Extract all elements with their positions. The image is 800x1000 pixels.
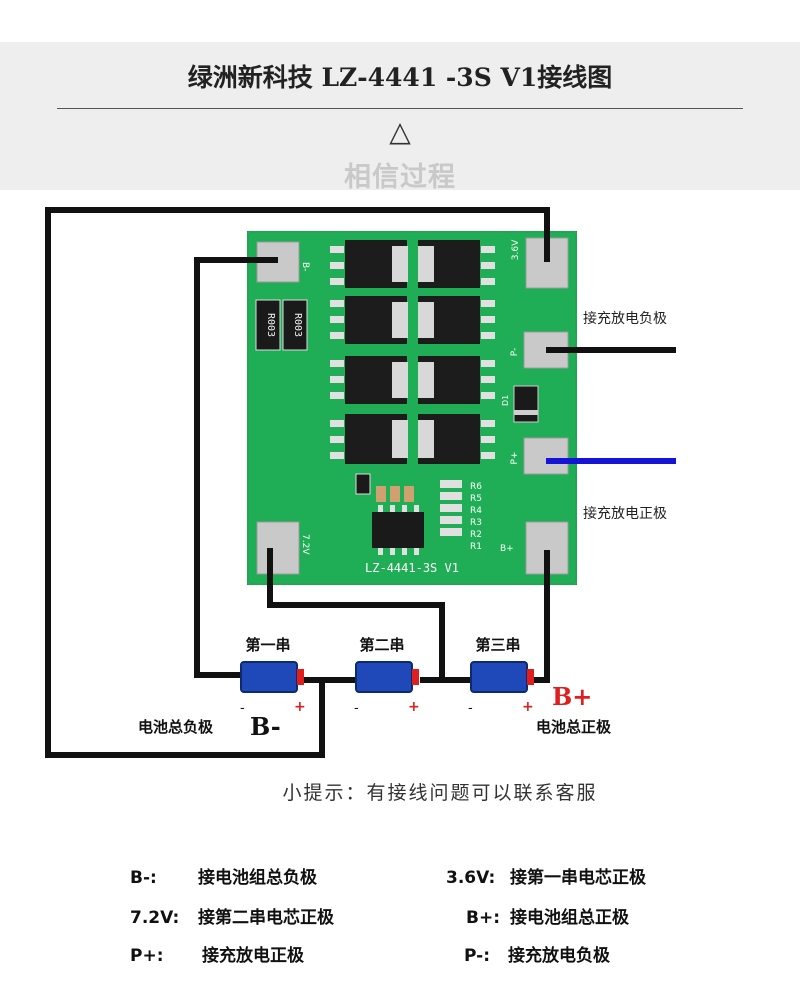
battery-cell-3 bbox=[470, 661, 528, 693]
label-b-plus-big: B+ bbox=[552, 682, 592, 711]
diode-label: D1 bbox=[501, 395, 510, 406]
legend-key: P+: bbox=[130, 946, 164, 966]
label-cell-3: 第三串 bbox=[475, 636, 520, 654]
r-label: R3 bbox=[470, 518, 482, 528]
legend-key: 3.6V: bbox=[446, 868, 496, 888]
legend-item: P-: 接充放电负极 bbox=[464, 941, 610, 966]
cell-3-minus: - bbox=[468, 701, 473, 716]
label-total-negative: 电池总负极 bbox=[138, 718, 214, 736]
r-label: R2 bbox=[470, 530, 482, 540]
cell-1-minus: - bbox=[240, 701, 245, 716]
title-divider bbox=[57, 108, 743, 109]
legend-key: B-: bbox=[130, 868, 157, 888]
label-b-minus-big: B- bbox=[250, 712, 281, 741]
label-discharge-positive: 接充放电正极 bbox=[583, 505, 667, 522]
legend-item: 7.2V: 接第二串电芯正极 bbox=[130, 903, 334, 928]
label-cell-2: 第二串 bbox=[359, 636, 404, 654]
resistor-1-label: R003 bbox=[265, 313, 276, 337]
board-label-3-6v: 3.6V bbox=[511, 239, 521, 260]
resistor-2 bbox=[282, 299, 308, 351]
diode-d1 bbox=[513, 385, 539, 423]
label-total-positive: 电池总正极 bbox=[536, 718, 612, 736]
board-label-p-plus: P+ bbox=[510, 452, 520, 465]
legend-key: B+: bbox=[466, 908, 500, 928]
legend-item: P+: 接充放电正极 bbox=[130, 941, 304, 966]
legend-desc: 接第一串电芯正极 bbox=[510, 868, 646, 888]
triangle-icon: △ bbox=[389, 115, 411, 148]
header-band bbox=[0, 42, 800, 190]
cell-2-minus: - bbox=[354, 701, 359, 716]
page-title: 绿洲新科技 LZ-4441 -3S V1接线图 bbox=[187, 63, 613, 92]
control-ic bbox=[372, 512, 424, 548]
legend-desc: 接充放电正极 bbox=[202, 946, 304, 966]
legend-key: P-: bbox=[464, 946, 491, 966]
legend-key: 7.2V: bbox=[130, 908, 180, 928]
smd-components bbox=[355, 473, 462, 536]
battery-cells bbox=[240, 661, 534, 693]
r-label: R4 bbox=[470, 506, 482, 516]
legend-desc: 接第二串电芯正极 bbox=[198, 908, 334, 928]
cell-2-plus: + bbox=[408, 699, 420, 715]
wire-b-plus bbox=[530, 550, 550, 683]
pad-p-plus bbox=[523, 437, 569, 475]
legend-desc: 接电池组总负极 bbox=[198, 868, 317, 888]
board-label-p-minus: P- bbox=[510, 348, 520, 356]
pcb-board: R003 R003 bbox=[247, 231, 577, 585]
legend-item: 3.6V: 接第一串电芯正极 bbox=[446, 863, 646, 888]
black-wires bbox=[45, 207, 676, 758]
legend-item: B+: 接电池组总正极 bbox=[466, 903, 629, 928]
tip-text: 小提示：有接线问题可以联系客服 bbox=[282, 782, 598, 804]
r-label: R5 bbox=[470, 494, 482, 504]
board-label-b-minus: B- bbox=[300, 262, 310, 271]
r-label: R1 bbox=[470, 542, 482, 552]
legend-item: B-: 接电池组总负极 bbox=[130, 863, 317, 888]
board-label-7-2v: 7.2V bbox=[300, 534, 310, 555]
label-discharge-negative: 接充放电负极 bbox=[583, 310, 667, 327]
board-label-b-plus: B+ bbox=[500, 544, 514, 554]
wire-7-2v bbox=[267, 548, 445, 680]
cell-3-plus: + bbox=[522, 699, 534, 715]
resistor-2-label: R003 bbox=[292, 313, 303, 337]
battery-cell-1 bbox=[240, 661, 298, 693]
cell-1-plus: + bbox=[294, 699, 306, 715]
resistor-1 bbox=[255, 299, 281, 351]
legend-desc: 接电池组总正极 bbox=[510, 908, 629, 928]
subtitle-watermark: 相信过程 bbox=[344, 162, 456, 193]
wire-b-minus bbox=[194, 257, 278, 678]
label-cell-1: 第一串 bbox=[245, 636, 290, 654]
battery-cell-2 bbox=[355, 661, 413, 693]
board-model: LZ-4441-3S V1 bbox=[365, 561, 459, 575]
mosfet-grid bbox=[330, 240, 495, 464]
r-label: R6 bbox=[470, 482, 482, 492]
pad-7-2v bbox=[256, 521, 300, 575]
legend-desc: 接充放电负极 bbox=[508, 946, 610, 966]
